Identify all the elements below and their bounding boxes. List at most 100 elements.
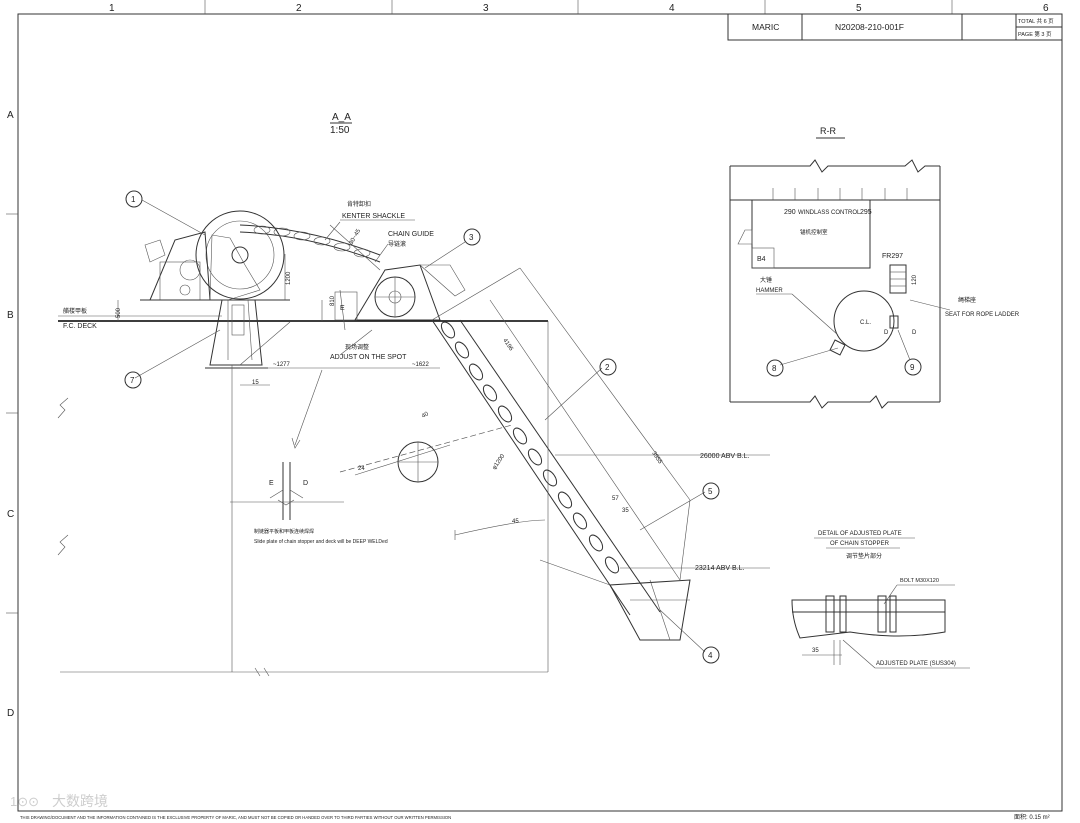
grid-col-6: 6 (1043, 3, 1049, 14)
fc-deck-label: F.C. DECK (63, 323, 97, 330)
hawse-pipe (431, 267, 691, 672)
dim-24: 24 (358, 466, 365, 472)
chain-lower (440, 321, 620, 574)
svg-text:2: 2 (605, 363, 610, 372)
elevation-26000: 26000 ABV B.L. (700, 453, 749, 460)
dim-phi1200: φ1200 (492, 453, 507, 471)
dim-30-45: 30~45 (349, 228, 363, 246)
weld-note-cn: 制链器平板和甲板连续焊焊 (254, 528, 314, 535)
balloon-8 (766, 359, 784, 377)
footer-area: 面积: 0.15 m² (1014, 813, 1050, 821)
weld-detail: E D (230, 462, 344, 520)
weld-note: Slide plate of chain stopper and deck wi… (254, 539, 388, 545)
dim-e: E (340, 305, 345, 312)
dim-500: 500 (116, 307, 122, 318)
svg-text:1: 1 (131, 195, 136, 204)
section-rr-title: R-R (820, 126, 836, 136)
title-org: MARIC (752, 22, 779, 32)
dim-45: 45 (512, 519, 519, 525)
pedestal (209, 299, 263, 366)
detail-dim-35: 35 (812, 648, 819, 654)
chain-guide-body (354, 264, 441, 321)
sheet-border (17, 13, 1063, 812)
drawing-number: N20208-210-001F (835, 22, 904, 32)
dim-35: 35 (622, 508, 629, 514)
rr-seat-cn: 绳梯座 (958, 296, 976, 304)
grid-row-c: C (7, 509, 14, 520)
rr-dim-120: 120 (912, 274, 918, 285)
grid-row-b: B (7, 310, 14, 321)
grid-columns: 1 2 3 4 5 6 (109, 0, 1049, 14)
rr-d2: D (912, 330, 917, 336)
footer-notice: THIS DRAWING/DOCUMENT AND THE INFORMATIO… (20, 815, 451, 820)
chain-guide-label: CHAIN GUIDE (388, 231, 434, 238)
grid-col-3: 3 (483, 3, 489, 14)
section-rr: R-R B4 290 WINDLASS CONTROL 锚机控制室 295 FR… (729, 126, 1020, 409)
rr-hammer: HAMMER (756, 288, 783, 294)
grid-rows: A B C D (6, 110, 18, 719)
balloon-7 (124, 371, 142, 389)
balloon-5 (702, 482, 720, 500)
rr-d1: D (884, 330, 889, 336)
rr-hammer-cn: 大锤 (760, 276, 772, 284)
rr-hawse-circle (833, 290, 895, 352)
watermark-logo: 1⊙⊙ (10, 794, 39, 809)
balloon-3 (463, 228, 481, 246)
detail-title-2: OF CHAIN STOPPER (830, 541, 890, 547)
svg-text:7: 7 (130, 376, 135, 385)
weld-e-label: E (269, 480, 274, 487)
rr-fr297: FR297 (882, 253, 903, 260)
adjusted-plate-label: ADJUSTED PLATE (SUS304) (876, 661, 956, 667)
svg-text:5: 5 (708, 487, 713, 496)
balloon-9 (904, 358, 922, 376)
detail-adjusted-plate: DETAIL OF ADJUSTED PLATE OF CHAIN STOPPE… (791, 531, 970, 669)
rr-seat: SEAT FOR ROPE LADDER (945, 312, 1020, 318)
chain-upper (239, 224, 381, 263)
grid-col-2: 2 (296, 3, 302, 14)
detail-title-1: DETAIL OF ADJUSTED PLATE (818, 531, 902, 537)
balloons: 1 2 3 4 5 7 8 9 (124, 190, 922, 664)
dim-1200: 1200 (286, 271, 292, 285)
total-pages: TOTAL 共 6 页 (1018, 17, 1054, 25)
dim-810: 810 (330, 295, 336, 306)
windlass-drum (195, 210, 285, 300)
svg-text:8: 8 (772, 364, 777, 373)
svg-text:4: 4 (708, 651, 713, 660)
adjust-label-cn: 现场调整 (345, 343, 369, 351)
grid-row-d: D (7, 708, 14, 719)
rr-b4-label: B4 (757, 256, 766, 263)
rr-windlass-label-cn: 锚机控制室 (800, 228, 828, 236)
watermark-text: 大数跨境 (52, 793, 108, 809)
kenter-label-cn: 肯特卸扣 (347, 200, 371, 208)
bolt-label: BOLT M30X120 (900, 578, 939, 584)
section-aa-label: A_A (332, 112, 351, 123)
windlass-assembly: E D (58, 199, 770, 677)
dim-3955: 3955 (650, 451, 663, 466)
dim-15: 15 (252, 380, 259, 386)
rr-windlass-label: WINDLASS CONTROL (798, 210, 861, 216)
annotations: 肯特卸扣 KENTER SHACKLE CHAIN GUIDE 导链滚 艏楼甲板… (63, 200, 749, 572)
dim-1622: ~1622 (412, 362, 430, 368)
watermark: 1⊙⊙ 大数跨境 (10, 793, 108, 809)
balloon-1 (125, 190, 143, 208)
dim-1277: ~1277 (273, 362, 291, 368)
grid-col-5: 5 (856, 3, 862, 14)
break-symbols (57, 397, 69, 556)
svg-text:9: 9 (910, 363, 915, 372)
kenter-label: KENTER SHACKLE (342, 213, 405, 220)
rr-frame-295: 295 (860, 209, 872, 216)
grid-row-a: A (7, 110, 14, 121)
chain-guide-label-cn: 导链滚 (388, 240, 406, 248)
dim-57: 57 (612, 496, 619, 502)
elevation-23214: 23214 ABV B.L. (695, 565, 744, 572)
section-aa-scale: 1:50 (330, 125, 350, 136)
balloon-4 (702, 646, 720, 664)
detail-title-cn: 调节垫片部分 (846, 552, 882, 560)
page-number: PAGE 第 3 页 (1018, 30, 1052, 38)
weld-d-label: D (303, 480, 308, 487)
dim-4196: 4196 (501, 338, 514, 353)
adjust-label: ADJUST ON THE SPOT (330, 354, 407, 361)
balloon-2 (599, 358, 617, 376)
grid-col-1: 1 (109, 3, 115, 14)
